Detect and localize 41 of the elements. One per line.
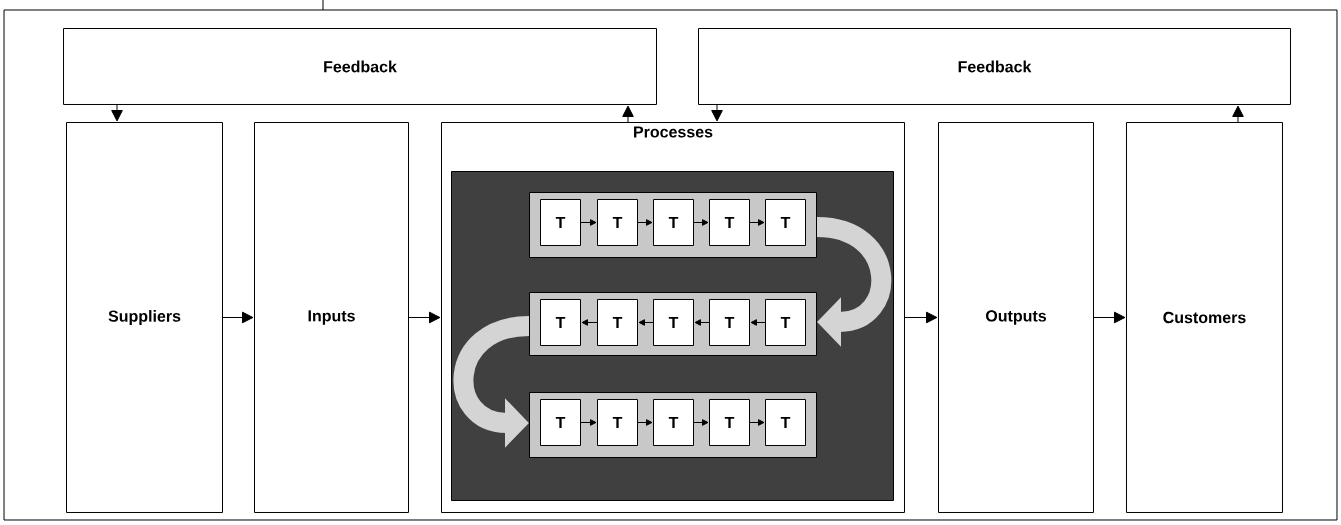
task-box: T xyxy=(765,199,806,246)
arrow xyxy=(693,219,709,226)
process-box: Inputs xyxy=(254,122,409,513)
arrow xyxy=(711,104,723,122)
task-box: T xyxy=(653,199,694,246)
task-box: T xyxy=(653,299,694,346)
arrow xyxy=(637,219,653,226)
task-box: T xyxy=(597,399,638,446)
arrow xyxy=(1232,105,1244,123)
arrow xyxy=(222,311,254,324)
arrow xyxy=(622,105,634,123)
task-box: T xyxy=(597,199,638,246)
arrow xyxy=(1093,311,1126,324)
task-box: T xyxy=(540,199,581,246)
arrow xyxy=(581,319,598,326)
task-box: T xyxy=(765,299,806,346)
process-box: Outputs xyxy=(938,122,1094,513)
feedback-box: Feedback xyxy=(63,28,657,105)
arrow xyxy=(693,419,709,426)
task-box: T xyxy=(709,399,750,446)
arrow xyxy=(580,219,597,226)
arrow xyxy=(638,319,654,326)
arrow xyxy=(904,311,938,324)
arrow xyxy=(749,419,765,426)
arrow xyxy=(750,319,766,326)
arrow xyxy=(111,104,123,122)
arrow xyxy=(694,319,710,326)
process-box: Customers xyxy=(1126,122,1283,513)
feedback-box: Feedback xyxy=(698,28,1291,105)
task-box: T xyxy=(597,299,638,346)
arrow xyxy=(580,419,597,426)
process-box: Suppliers xyxy=(66,122,223,513)
task-box: T xyxy=(709,299,750,346)
arrow xyxy=(408,311,441,324)
task-box: T xyxy=(765,399,806,446)
arrow xyxy=(749,219,765,226)
arrow xyxy=(637,419,653,426)
task-box: T xyxy=(540,399,581,446)
task-box: T xyxy=(653,399,694,446)
task-box: T xyxy=(709,199,750,246)
task-box: T xyxy=(540,299,581,346)
